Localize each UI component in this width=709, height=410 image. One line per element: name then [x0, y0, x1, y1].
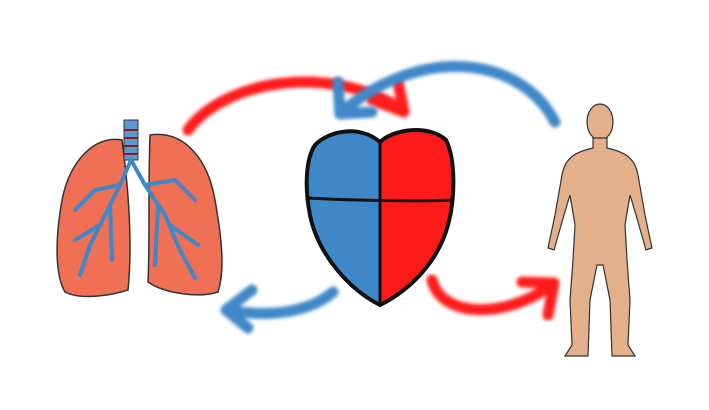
heart-icon	[304, 128, 456, 308]
lungs-icon	[56, 119, 223, 298]
arrow-body-to-heart	[332, 60, 561, 128]
heart-left-side	[306, 131, 380, 305]
heart-right-side	[380, 130, 454, 305]
arrow-heart-to-body	[426, 274, 560, 321]
human-body-icon	[547, 103, 653, 357]
arrow-heart-to-lungs	[220, 284, 339, 334]
